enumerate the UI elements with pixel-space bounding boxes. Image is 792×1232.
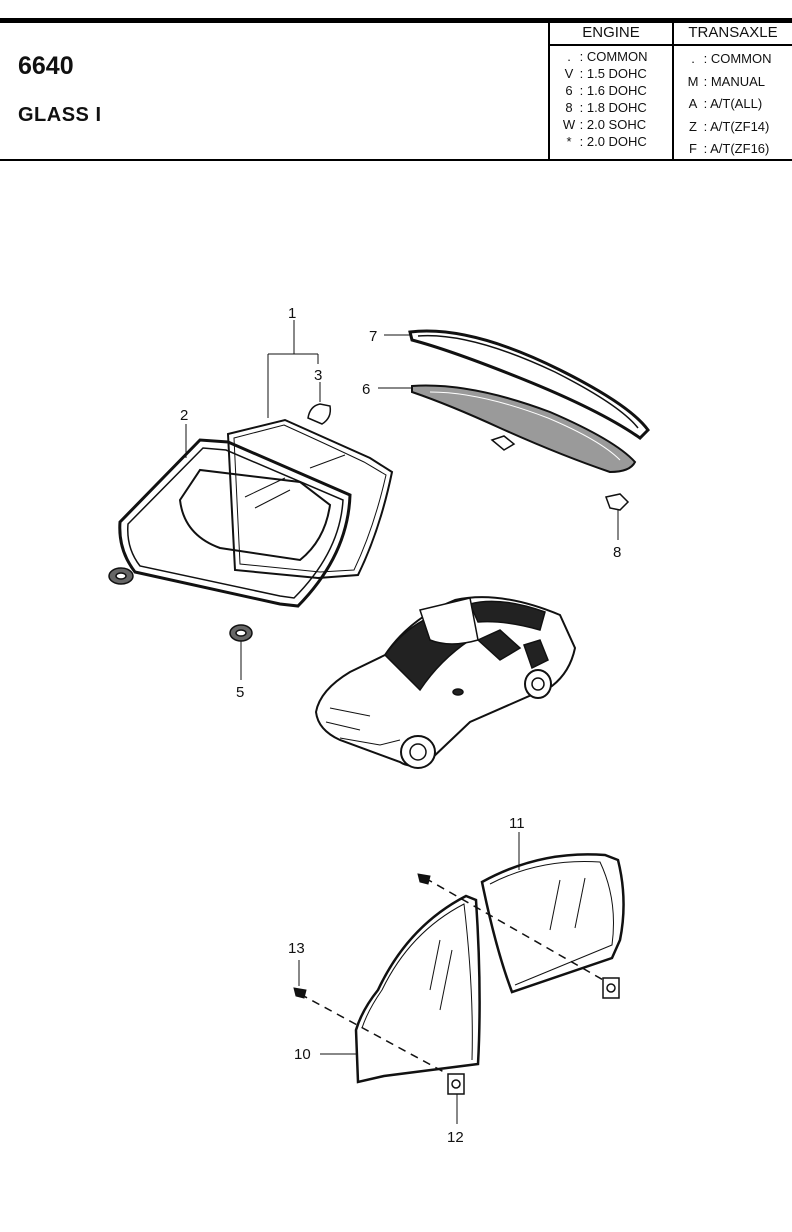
engine-option-key: V [564,66,574,81]
engine-option-value: : 2.0 DOHC [579,134,647,149]
rear-glass-molding-7 [408,329,650,440]
engine-option-key: 8 [565,100,573,115]
callout-1: 1 [288,305,296,322]
callout-13: 13 [288,940,305,957]
callout-10: 10 [294,1046,311,1063]
rear-window-glass-6 [411,384,637,474]
engine-option: . : COMMON [562,49,648,64]
engine-option-key: . [567,49,571,64]
header-bottom-rule [0,159,792,161]
transaxle-option-value: : A/T(ZF14) [703,119,770,134]
engine-option: 8 : 1.8 DOHC [562,100,647,115]
engine-option-value: : 1.6 DOHC [579,83,647,98]
engine-column-title: ENGINE [582,24,640,41]
door-glass-channel-12 [447,1073,465,1095]
parts-diagram: 1 2 3 5 6 7 8 10 11 12 13 [108,305,650,1146]
leader-lines [185,320,619,1124]
fastener-clip-left [108,567,134,585]
header-divider-mid [672,22,674,160]
header-top-rule [0,18,792,23]
rear-door-glass-11 [480,853,625,994]
transaxle-option-value: : COMMON [703,51,772,66]
engine-option: W : 2.0 SOHC [562,117,646,132]
transaxle-option-value: : A/T(ALL) [703,96,763,111]
molding-clip-3 [307,403,332,425]
engine-option-key: * [566,134,572,149]
transaxle-option-key: Z [689,119,697,134]
callout-6: 6 [362,381,370,398]
transaxle-option-value: : MANUAL [703,74,766,89]
fastener-clip-5 [229,624,253,642]
engine-option: V : 1.5 DOHC [562,66,647,81]
group-code: 6640 [18,52,74,80]
windshield-glass [226,418,394,580]
callout-7: 7 [369,328,377,345]
header-column-rule [548,44,792,46]
engine-option-value: : COMMON [579,49,648,64]
engine-option-value: : 1.8 DOHC [579,100,647,115]
engine-option: * : 2.0 DOHC [562,134,647,149]
door-glass-bolt-upper [417,873,431,885]
transaxle-option-key: A [688,96,698,111]
windshield-molding [118,438,352,608]
callout-8: 8 [613,544,621,561]
transaxle-option: Z : A/T(ZF14) [686,119,769,134]
callout-12: 12 [447,1129,464,1146]
callout-2: 2 [180,407,188,424]
header-divider-left [548,22,550,160]
door-glass-guide-dashed [299,877,613,1079]
transaxle-option: . : COMMON [686,51,772,66]
front-door-glass-10 [354,894,481,1084]
transaxle-option-key: . [691,51,695,66]
callout-11: 11 [509,815,525,832]
rear-glass-clip [490,435,516,451]
engine-option-key: 6 [565,83,573,98]
transaxle-option: M : MANUAL [686,74,765,89]
rear-glass-clip-8 [605,493,630,511]
callout-5: 5 [236,684,244,701]
car-illustration [314,596,577,769]
engine-option: 6 : 1.6 DOHC [562,83,647,98]
section-title: GLASS I [18,104,102,126]
transaxle-option: A : A/T(ALL) [686,96,763,111]
engine-option-value: : 2.0 SOHC [579,117,647,132]
transaxle-column-title: TRANSAXLE [688,24,778,41]
page-header: 6640 GLASS I ENGINE TRANSAXLE . : COMMON… [0,0,792,170]
transaxle-option-value: : A/T(ZF16) [703,141,770,156]
engine-option-key: W [562,117,576,132]
door-glass-bolt-13 [293,987,307,999]
transaxle-option-key: M [687,74,699,89]
engine-option-value: : 1.5 DOHC [579,66,647,81]
door-glass-channel-rear [602,977,620,999]
transaxle-option-key: F [689,141,697,156]
transaxle-option: F : A/T(ZF16) [686,141,769,156]
callout-3: 3 [314,367,322,384]
